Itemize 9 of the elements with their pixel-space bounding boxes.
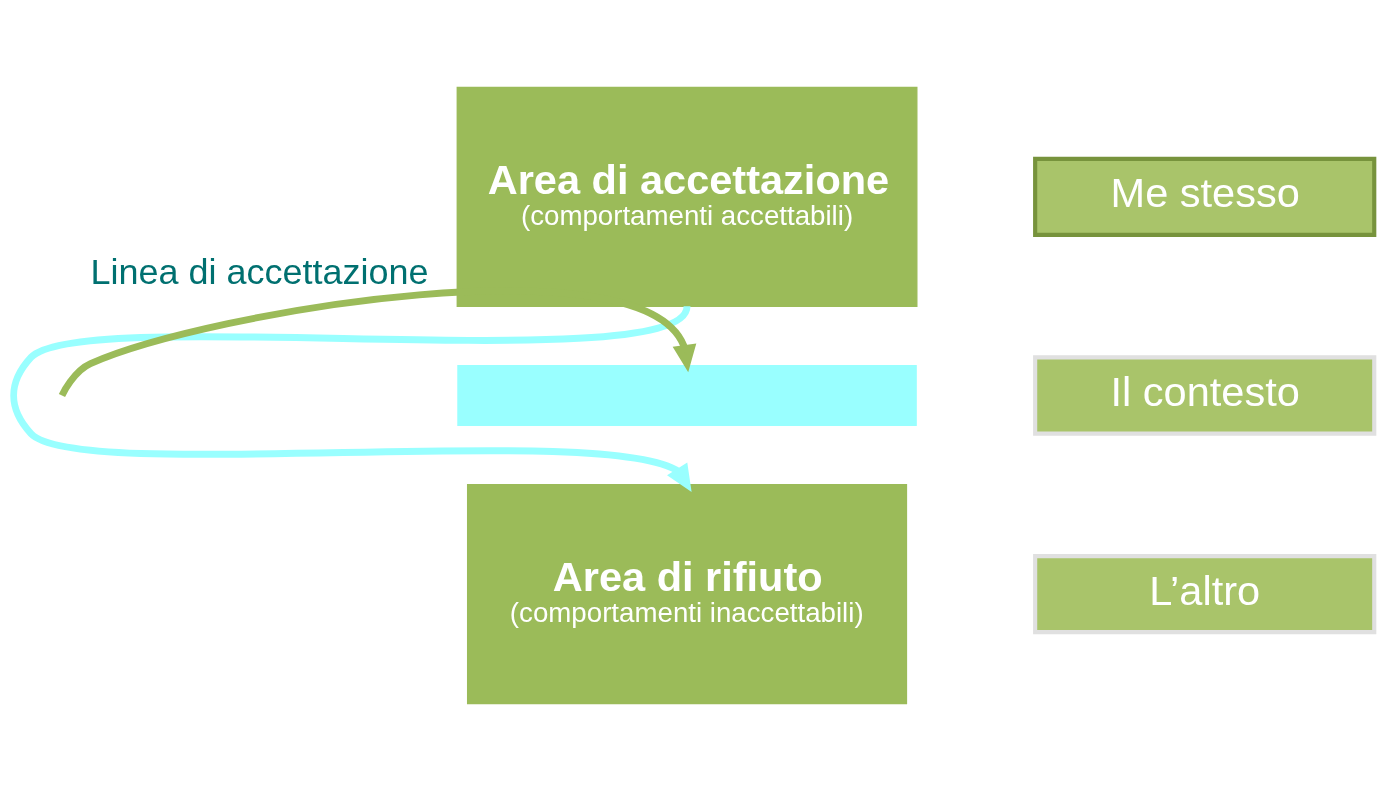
node-box: Area di accettazione (comportamenti accettabili) bbox=[456, 86, 918, 307]
arrow bbox=[58, 287, 697, 398]
node-bar bbox=[457, 365, 917, 426]
edge-label: Linea di accettazione bbox=[90, 251, 429, 293]
node-box: L’altro bbox=[1033, 554, 1377, 635]
node-box: Il contesto bbox=[1033, 355, 1377, 436]
node-box: Me stesso bbox=[1033, 156, 1377, 237]
arrow bbox=[10, 304, 692, 493]
node-box: Area di rifiuto (comportamenti inaccettabili) bbox=[466, 484, 908, 705]
